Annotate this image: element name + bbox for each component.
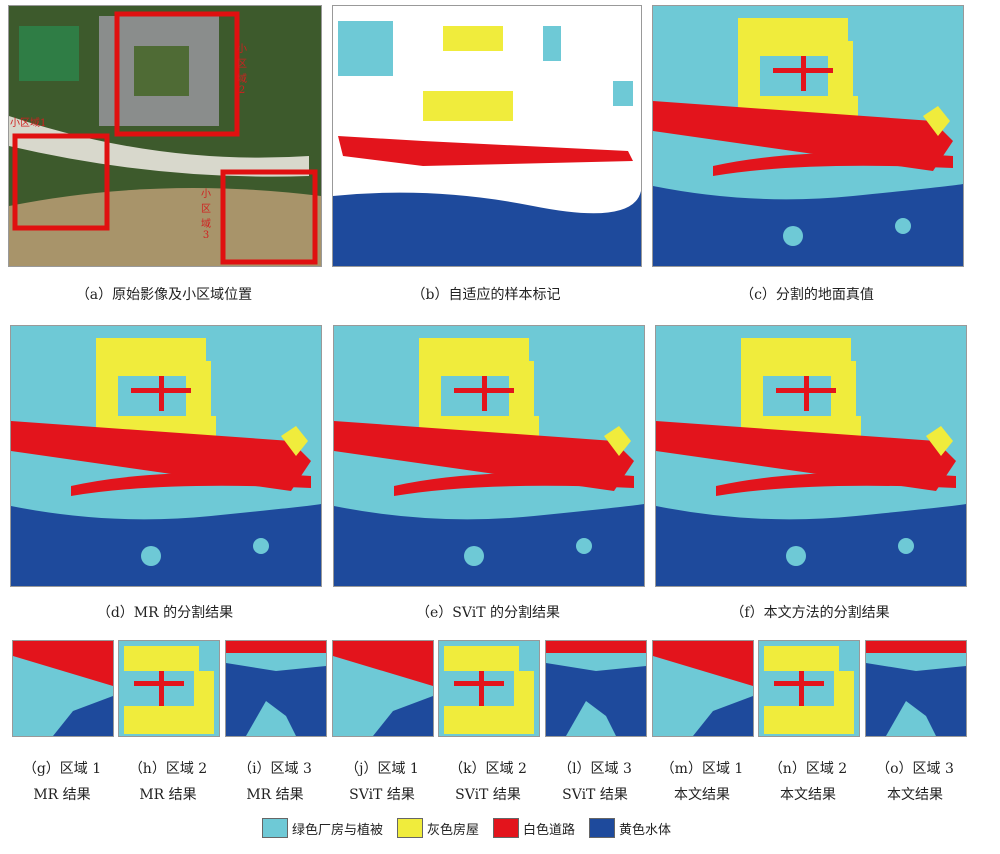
legend: 绿色厂房与植被 灰色房屋 白色道路 黄色水体 — [262, 818, 671, 838]
region-2-label: 小区域2 — [237, 44, 247, 96]
small-panel-n — [758, 640, 860, 737]
small-panel-h — [118, 640, 220, 737]
small-caption-line1: （l）区域 3 — [558, 761, 632, 777]
small-caption-line1: （n）区域 2 — [768, 761, 848, 777]
caption-f: （f）本文方法的分割结果 — [730, 605, 890, 621]
small-caption-line2: SViT 结果 — [455, 787, 521, 803]
small-caption-line2: SViT 结果 — [349, 787, 415, 803]
panel-a-original-image — [8, 5, 322, 267]
region-1-label: 小区域1 — [10, 118, 47, 129]
legend-item-road: 白色道路 — [493, 818, 575, 838]
panel-f-proposed-result — [655, 325, 967, 587]
small-panel-l — [545, 640, 647, 737]
small-panel-m — [652, 640, 754, 737]
small-caption-line2: MR 结果 — [33, 787, 91, 803]
small-panel-k — [438, 640, 540, 737]
legend-label: 白色道路 — [523, 822, 576, 838]
small-panel-g — [12, 640, 114, 737]
small-panel-j — [332, 640, 434, 737]
caption-a: （a）原始影像及小区域位置 — [75, 287, 253, 303]
legend-item-house: 灰色房屋 — [397, 818, 479, 838]
panel-b-sample-labels — [332, 5, 642, 267]
small-caption-line2: 本文结果 — [780, 787, 836, 803]
legend-item-vegetation: 绿色厂房与植被 — [262, 818, 383, 838]
caption-b: （b）自适应的样本标记 — [411, 287, 561, 303]
small-caption-line1: （h）区域 2 — [128, 761, 208, 777]
legend-item-water: 黄色水体 — [589, 818, 671, 838]
legend-swatch — [397, 818, 424, 838]
panel-e-svit-result — [333, 325, 645, 587]
small-caption-line1: （m）区域 1 — [660, 761, 744, 777]
small-caption-line1: （j）区域 1 — [345, 761, 419, 777]
legend-label: 绿色厂房与植被 — [292, 822, 384, 838]
legend-label: 灰色房屋 — [427, 822, 480, 838]
region-3-label: 小区域3 — [201, 189, 211, 241]
small-caption-line2: MR 结果 — [139, 787, 197, 803]
small-caption-line1: （i）区域 3 — [238, 761, 312, 777]
small-caption-line2: 本文结果 — [674, 787, 730, 803]
panel-c-ground-truth — [652, 5, 964, 267]
small-panel-i — [225, 640, 327, 737]
legend-swatch — [493, 818, 520, 838]
small-panel-o — [865, 640, 967, 737]
small-caption-line2: MR 结果 — [246, 787, 304, 803]
small-caption-line2: SViT 结果 — [562, 787, 628, 803]
small-caption-line1: （o）区域 3 — [876, 761, 954, 777]
small-caption-line1: （k）区域 2 — [449, 761, 527, 777]
caption-c: （c）分割的地面真值 — [740, 287, 874, 303]
legend-swatch — [262, 818, 288, 838]
small-caption-line1: （g）区域 1 — [22, 761, 102, 777]
legend-label: 黄色水体 — [619, 822, 672, 838]
caption-e: （e）SViT 的分割结果 — [415, 605, 560, 621]
caption-d: （d）MR 的分割结果 — [96, 605, 234, 621]
panel-d-mr-result — [10, 325, 322, 587]
legend-swatch — [589, 818, 616, 838]
small-caption-line2: 本文结果 — [887, 787, 943, 803]
